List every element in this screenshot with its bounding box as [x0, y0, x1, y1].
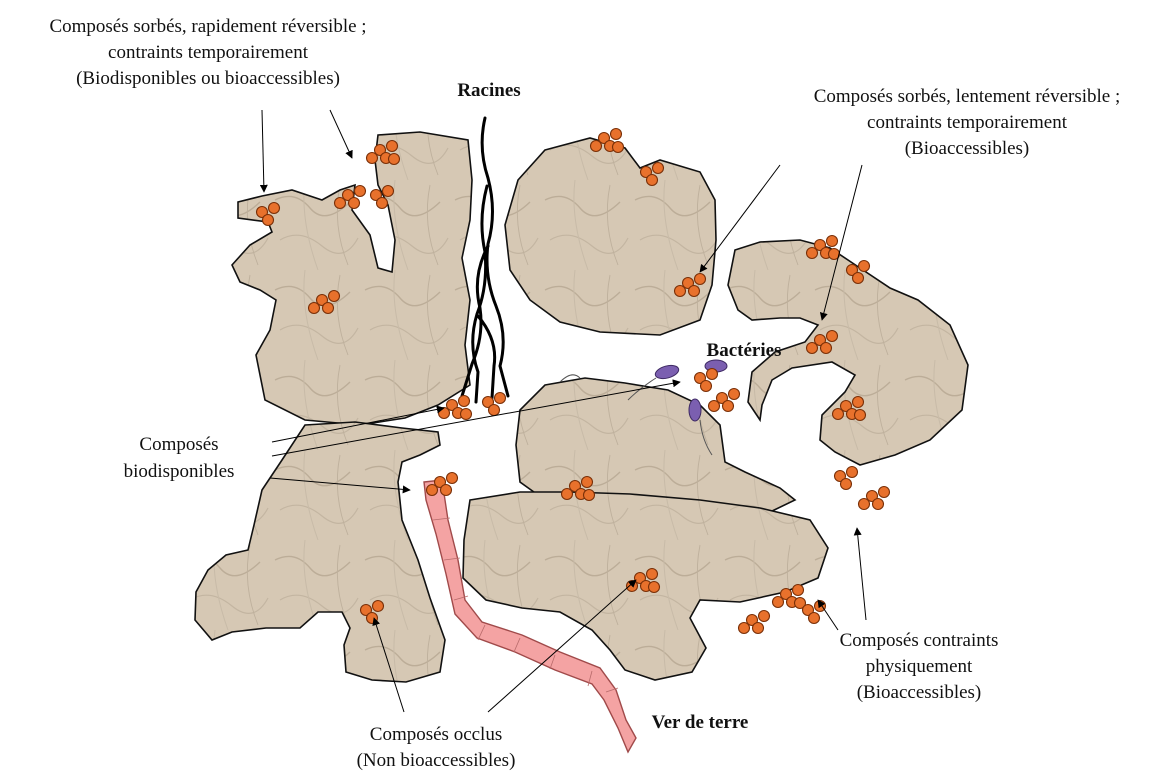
aggregate-top-middle [505, 138, 716, 335]
compound-particle [459, 396, 470, 407]
compound-particle [427, 485, 438, 496]
compound-particle [675, 286, 686, 297]
compound-particle [873, 499, 884, 510]
compound-particle [591, 141, 602, 152]
compound-particle [367, 613, 378, 624]
compound-particle [611, 129, 622, 140]
compound-particle [647, 175, 658, 186]
label-occluded-line2: (Non bioaccessibles) [357, 750, 516, 771]
label-bioavailable-line1: Composés [139, 434, 218, 455]
compound-particle [729, 389, 740, 400]
compound-particle [613, 142, 624, 153]
compound-particle [739, 623, 750, 634]
label-sorbed-fast-line3: (Biodisponibles ou bioaccessibles) [76, 68, 340, 89]
bacterium [654, 363, 680, 381]
compound-particle [759, 611, 770, 622]
compound-particle [355, 186, 366, 197]
compound-particle [707, 369, 718, 380]
aggregate-top-left [232, 132, 472, 425]
label-bacteria: Bactéries [707, 340, 782, 361]
compound-particle [723, 401, 734, 412]
compound-particle [793, 585, 804, 596]
compound-particle [827, 331, 838, 342]
compound-particle [441, 485, 452, 496]
compound-particle [689, 286, 700, 297]
label-sorbed-fast-line2: contraints temporairement [108, 42, 309, 63]
label-physical-line2: physiquement [866, 656, 973, 677]
compound-particle [647, 569, 658, 580]
label-sorbed-slow-line1: Composés sorbés, lentement réversible ; [814, 86, 1121, 107]
compound-particle [841, 479, 852, 490]
compound-particle [753, 623, 764, 634]
compound-particle [859, 499, 870, 510]
compound-particle [582, 477, 593, 488]
compound-particle [447, 473, 458, 484]
compound-particle [349, 198, 360, 209]
compound-particle [827, 236, 838, 247]
compound-particle [709, 401, 720, 412]
compound-particle [695, 274, 706, 285]
compound-particle [879, 487, 890, 498]
label-roots: Racines [457, 80, 520, 101]
compound-particle [701, 381, 712, 392]
compound-particle [329, 291, 340, 302]
label-sorbed-fast-line1: Composés sorbés, rapidement réversible ; [49, 16, 366, 37]
label-physical-line3: (Bioaccessibles) [857, 682, 982, 703]
compound-particle [373, 601, 384, 612]
label-sorbed-slow-line2: contraints temporairement [867, 112, 1068, 133]
compound-particle [653, 163, 664, 174]
label-sorbed-slow-line3: (Bioaccessibles) [905, 138, 1030, 159]
compound-particle [562, 489, 573, 500]
compound-particle [263, 215, 274, 226]
compound-particle [859, 261, 870, 272]
compound-particle [807, 343, 818, 354]
label-occluded-line1: Composés occlus [370, 724, 502, 745]
compound-particle [367, 153, 378, 164]
compound-particle [809, 613, 820, 624]
compound-particle [335, 198, 346, 209]
compound-particle [584, 490, 595, 501]
compound-particle [495, 393, 506, 404]
compound-particle [833, 409, 844, 420]
compound-particle [649, 582, 660, 593]
compound-particle [269, 203, 280, 214]
label-physical-line1: Composés contraints [840, 630, 999, 651]
compound-particle [853, 397, 864, 408]
label-bioavailable-line2: biodisponibles [124, 461, 235, 482]
compound-particle [309, 303, 320, 314]
compound-particle [323, 303, 334, 314]
compound-particle [773, 597, 784, 608]
compound-particle [847, 467, 858, 478]
compound-particle [387, 141, 398, 152]
compound-particle [389, 154, 400, 165]
compound-particle [383, 186, 394, 197]
compound-particle [853, 273, 864, 284]
bacterium [689, 399, 701, 421]
compound-particle [461, 409, 472, 420]
label-earthworm: Ver de terre [652, 712, 749, 733]
compound-particle [377, 198, 388, 209]
compound-particle [489, 405, 500, 416]
compound-particle [821, 343, 832, 354]
compound-particle [855, 410, 866, 421]
compound-particle [807, 248, 818, 259]
compound-particle [627, 581, 638, 592]
